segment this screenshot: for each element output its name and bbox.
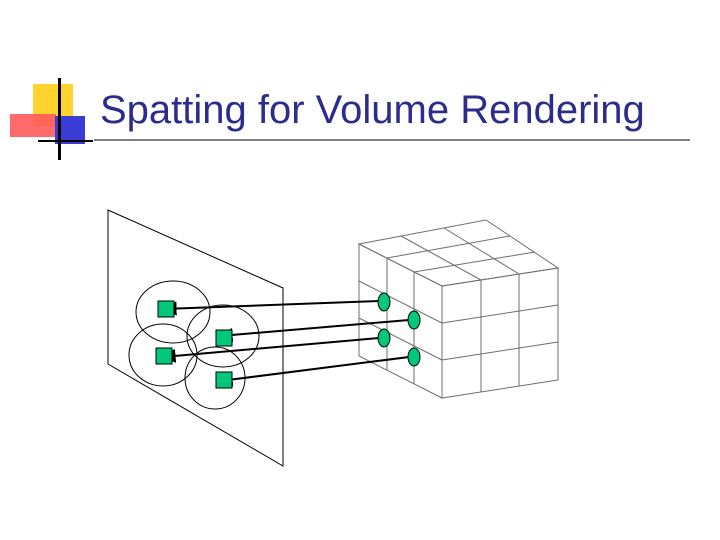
grid-line	[358, 280, 443, 324]
splat-marker	[157, 300, 175, 318]
grid-line	[358, 317, 443, 361]
slide-logo	[0, 0, 110, 170]
slide-title: Spatting for Volume Rendering	[100, 88, 645, 132]
grid-line	[443, 227, 520, 275]
splat-marker	[215, 371, 233, 389]
footprint-circle	[135, 280, 211, 344]
grid-line	[413, 251, 536, 273]
logo-red-square	[10, 114, 56, 137]
grid-line	[441, 341, 559, 361]
voxel-marker	[407, 310, 421, 330]
voxel-marker	[377, 292, 391, 312]
grid-line	[400, 235, 482, 281]
grid-line	[386, 235, 511, 259]
splat-marker	[155, 347, 173, 365]
splat-marker	[215, 329, 233, 347]
grid-line	[441, 304, 559, 324]
cube-right-face	[441, 267, 559, 399]
voxel-marker	[407, 347, 421, 367]
volume-grid	[357, 219, 560, 399]
voxel-marker	[377, 328, 391, 348]
projection-arrow	[218, 319, 410, 342]
logo-vertical-line	[58, 78, 61, 160]
projection-arrow	[218, 356, 410, 387]
image-plane	[107, 209, 284, 467]
splat-markers	[155, 300, 233, 389]
projection-arrow	[162, 300, 380, 316]
footprint-circle	[186, 304, 260, 368]
projection-arrows	[161, 300, 410, 387]
splat-footprints	[128, 280, 260, 410]
logo-horizontal-line	[38, 140, 93, 142]
title-underline	[94, 139, 690, 141]
voxel-markers	[377, 292, 421, 367]
projection-arrow	[161, 337, 380, 363]
